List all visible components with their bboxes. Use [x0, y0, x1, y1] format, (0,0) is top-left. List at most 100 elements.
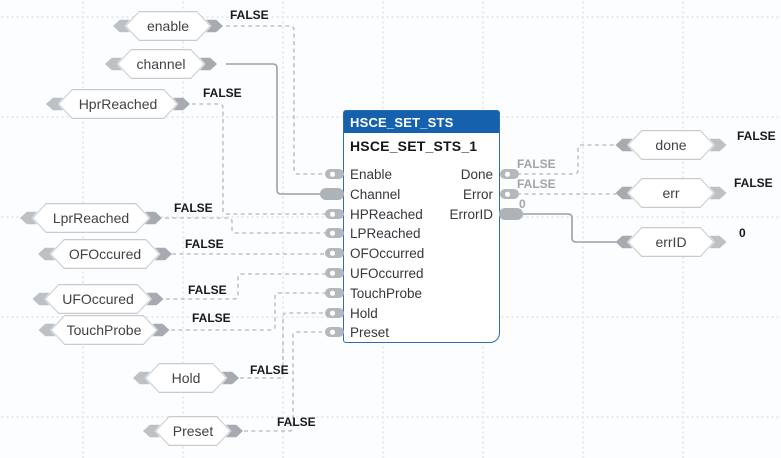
var-tag-touchprobe[interactable]: TouchProbe — [38, 315, 170, 345]
value-ofoccured: FALSE — [185, 237, 224, 251]
var-tag-lprreached[interactable]: LprReached — [20, 203, 162, 233]
value-lprreached: FALSE — [174, 201, 213, 215]
tag-right-port-icon[interactable] — [155, 247, 172, 261]
tag-right-port-icon[interactable] — [146, 292, 164, 306]
pin-input-ofoccurred-icon[interactable] — [325, 248, 344, 258]
wire-channel[interactable] — [226, 63, 322, 195]
var-tag-err[interactable]: err — [615, 178, 727, 208]
input-label-preset: Preset — [350, 325, 390, 340]
var-tag-ufoccured[interactable]: UFOccured — [32, 284, 164, 314]
pin-input-channel-icon[interactable] — [320, 188, 344, 200]
pin-output-error-icon[interactable] — [500, 189, 519, 199]
var-tag-hold[interactable]: Hold — [133, 363, 239, 393]
wire-enable[interactable] — [226, 25, 327, 175]
var-tag-channel[interactable]: channel — [105, 49, 217, 79]
pin-input-enable-icon[interactable] — [325, 169, 344, 179]
output-label-error: Error — [463, 187, 493, 202]
input-label-ufoccurred: UFOccurred — [350, 266, 424, 281]
tag-left-port-icon[interactable] — [105, 57, 122, 71]
tag-left-port-icon[interactable] — [133, 371, 150, 385]
tag-label: HprReached — [78, 96, 158, 112]
tag-left-port-icon[interactable] — [615, 186, 633, 200]
tag-right-port-icon[interactable] — [173, 97, 190, 111]
tag-label: err — [662, 185, 680, 201]
monitor-error: FALSE — [517, 177, 556, 191]
pin-output-errorid-icon[interactable] — [499, 208, 523, 220]
tag-right-port-icon[interactable] — [222, 371, 239, 385]
var-tag-ofoccured[interactable]: OFOccured — [38, 239, 172, 269]
tag-right-port-icon[interactable] — [709, 138, 727, 152]
value-ufoccured: FALSE — [188, 283, 227, 297]
tag-right-port-icon[interactable] — [206, 19, 223, 33]
monitor-errorid: 0 — [519, 197, 526, 211]
tag-left-port-icon[interactable] — [46, 97, 63, 111]
wire-preset[interactable] — [244, 331, 322, 432]
wire-errorid[interactable] — [521, 213, 616, 243]
tag-right-port-icon[interactable] — [709, 235, 727, 249]
tag-left-port-icon[interactable] — [32, 292, 50, 306]
pin-input-preset-icon[interactable] — [325, 327, 344, 337]
tag-label: errID — [655, 234, 687, 250]
value-errid: 0 — [739, 226, 746, 240]
tag-left-port-icon[interactable] — [38, 323, 56, 337]
output-label-errorid: ErrorID — [449, 207, 494, 222]
value-enable: FALSE — [230, 8, 269, 22]
tag-right-port-icon[interactable] — [152, 323, 170, 337]
tag-label: LprReached — [52, 210, 130, 226]
wire-ufoccurred[interactable] — [166, 273, 327, 300]
value-err: FALSE — [734, 176, 773, 190]
tag-left-port-icon[interactable] — [113, 19, 130, 33]
output-label-done: Done — [460, 167, 493, 182]
pin-input-hold-icon[interactable] — [325, 308, 344, 318]
function-block[interactable]: HSCE_SET_STS HSCE_SET_STS_1 Enable Chann… — [343, 110, 500, 343]
input-label-hold: Hold — [350, 306, 378, 321]
tag-label: OFOccured — [68, 246, 142, 262]
value-done: FALSE — [737, 129, 776, 143]
value-hold: FALSE — [250, 363, 289, 377]
value-preset: FALSE — [277, 415, 316, 429]
monitor-done: FALSE — [517, 157, 556, 171]
tag-right-port-icon[interactable] — [145, 211, 162, 225]
tag-left-port-icon[interactable] — [38, 247, 55, 261]
tag-left-port-icon[interactable] — [615, 235, 633, 249]
wire-done[interactable] — [517, 144, 616, 175]
var-tag-hprreached[interactable]: HprReached — [46, 89, 190, 119]
wire-hpreached[interactable] — [192, 103, 327, 215]
wire-lpreached[interactable] — [165, 217, 327, 234]
tag-left-port-icon[interactable] — [20, 211, 37, 225]
pin-input-lpreached-icon[interactable] — [325, 228, 344, 238]
input-label-enable: Enable — [350, 167, 393, 182]
tag-label: Preset — [172, 423, 214, 439]
var-tag-preset[interactable]: Preset — [143, 416, 243, 446]
value-touchprobe: FALSE — [192, 311, 231, 325]
input-label-lpreached: LPReached — [350, 226, 421, 241]
pin-input-hpreached-icon[interactable] — [325, 209, 344, 219]
var-tag-done[interactable]: done — [615, 130, 727, 160]
tag-label: TouchProbe — [66, 322, 142, 338]
input-label-ofoccurred: OFOccurred — [350, 246, 425, 261]
wire-hold[interactable] — [240, 312, 326, 379]
tag-right-port-icon[interactable] — [200, 57, 217, 71]
function-block-instance: HSCE_SET_STS_1 — [350, 138, 478, 154]
function-block-header[interactable]: HSCE_SET_STS — [344, 111, 499, 133]
tag-right-port-icon[interactable] — [709, 186, 727, 200]
tag-left-port-icon[interactable] — [615, 138, 633, 152]
function-block-type: HSCE_SET_STS — [350, 114, 454, 130]
input-label-touchprobe: TouchProbe — [350, 286, 423, 301]
tag-label: Hold — [171, 370, 201, 386]
value-hprreached: FALSE — [203, 86, 242, 100]
var-tag-errid[interactable]: errID — [615, 227, 727, 257]
tag-left-port-icon[interactable] — [143, 424, 160, 438]
wire-touchprobe[interactable] — [171, 292, 327, 331]
input-label-channel: Channel — [350, 187, 401, 202]
tag-label: done — [655, 137, 687, 153]
pin-input-touchprobe-icon[interactable] — [325, 288, 344, 298]
pin-input-ufoccurred-icon[interactable] — [325, 268, 344, 278]
pin-output-done-icon[interactable] — [500, 169, 519, 179]
var-tag-enable[interactable]: enable — [113, 11, 223, 41]
tag-label: UFOccured — [62, 291, 134, 307]
tag-label: channel — [136, 56, 186, 72]
tag-right-port-icon[interactable] — [226, 424, 243, 438]
